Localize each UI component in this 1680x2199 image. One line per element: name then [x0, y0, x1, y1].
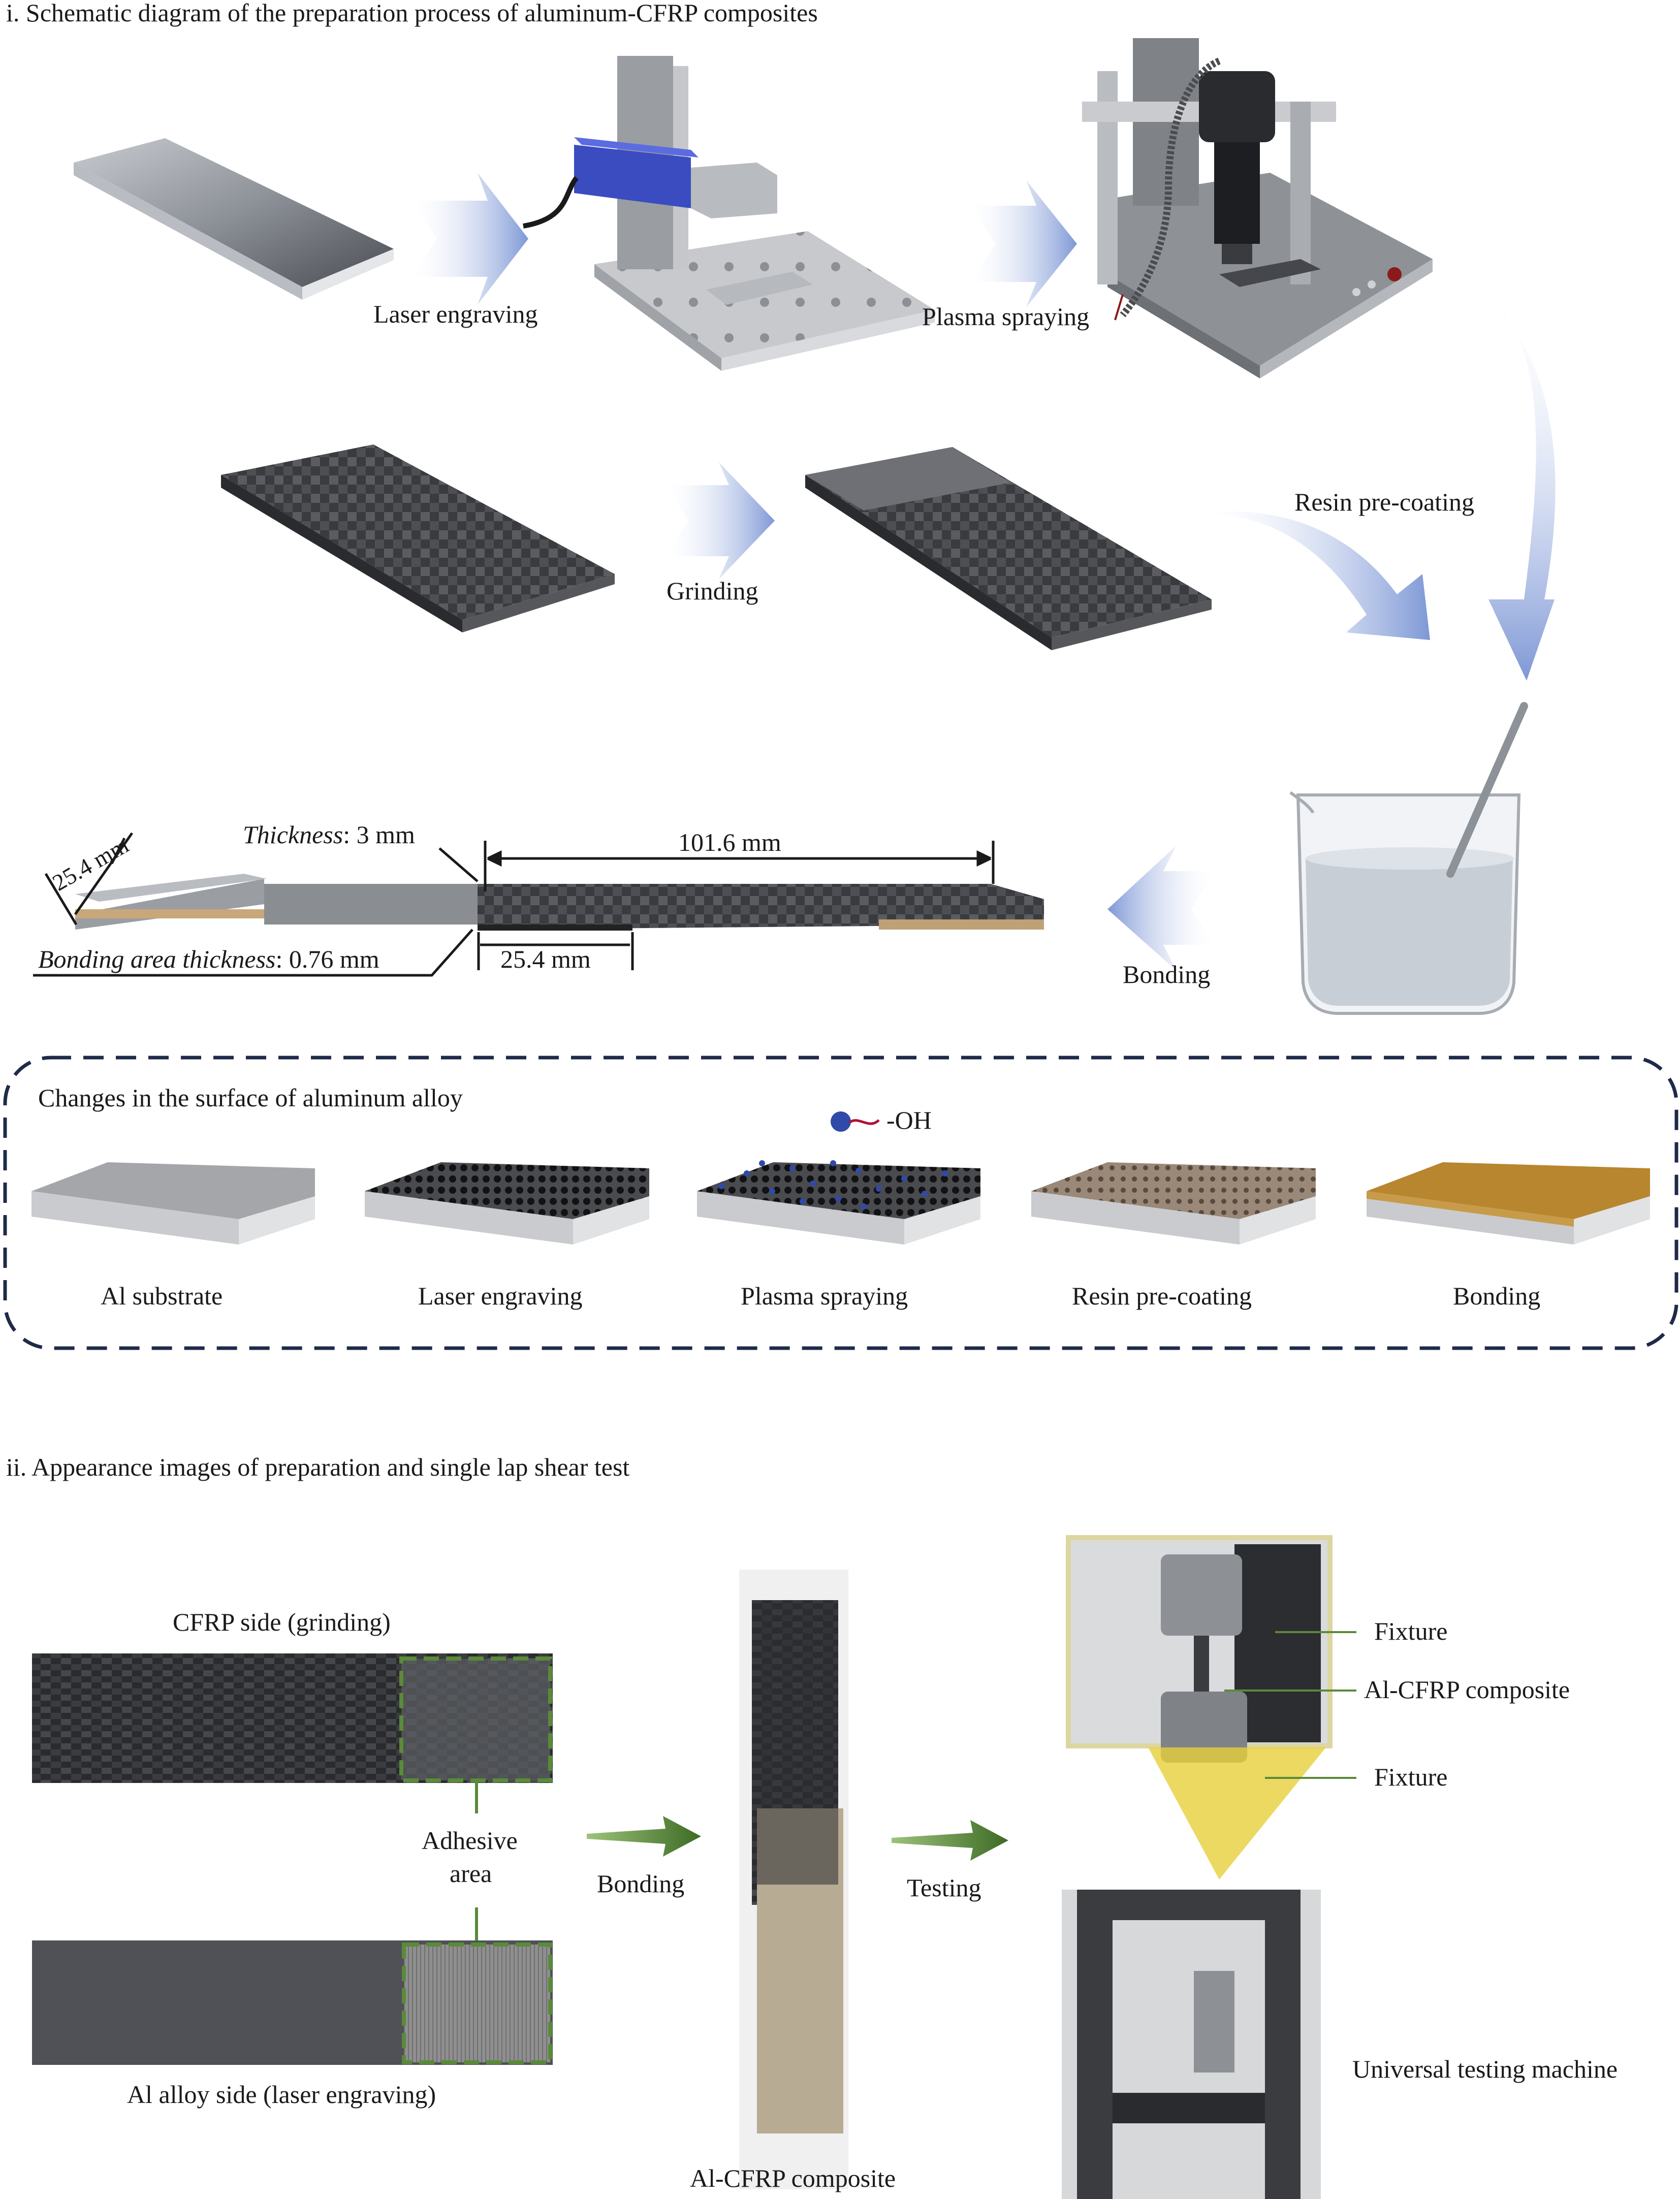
fixture-top-label: Fixture: [1374, 1617, 1447, 1645]
cfrp-plate-raw: [221, 444, 615, 632]
section-ii-title: ii. Appearance images of preparation and…: [6, 1453, 629, 1481]
al-side-photo: [32, 1940, 553, 2065]
al-adhesive-area-box: [402, 1942, 552, 2064]
fixture-bottom-label: Fixture: [1374, 1763, 1447, 1791]
stage-al-substrate: [31, 1162, 315, 1245]
step-resin-precoating-label: Resin pre-coating: [1294, 488, 1474, 516]
adhesive-area-label-1: Adhesive: [422, 1826, 518, 1855]
step-laser-engraving-label: Laser engraving: [373, 300, 537, 328]
machine-label: Universal testing machine: [1352, 2055, 1618, 2083]
oh-molecule-icon: [831, 1111, 851, 1132]
arrow-right-down: [1448, 282, 1556, 681]
photo-bonding-label: Bonding: [597, 1869, 684, 1898]
surface-changes-title: Changes in the surface of aluminum alloy: [38, 1083, 463, 1112]
resin-beaker: [1289, 702, 1528, 1015]
cfrp-plate-ground: [805, 447, 1212, 650]
zoom-callout: [1148, 1747, 1326, 1879]
dim-bond-value: : 0.76 mm: [276, 945, 379, 973]
stage-label-2: Plasma spraying: [741, 1282, 908, 1310]
fixture-leader-lines: [1224, 1631, 1356, 1779]
arrow-grinding: [665, 462, 775, 579]
composite-label: Al-CFRP composite: [690, 2164, 896, 2192]
arrow-bonding: [1107, 846, 1214, 970]
testing-machine-photo: [1062, 1890, 1321, 2199]
stage-label-4: Bonding: [1453, 1282, 1540, 1310]
oh-legend: -OH: [831, 1106, 932, 1134]
laser-engraver: [523, 56, 935, 371]
dimension-lines: [33, 832, 995, 977]
arrow-to-laser: [411, 173, 528, 305]
stage-laser-engraving: [365, 1162, 649, 1245]
stage-resin-precoating: [1031, 1162, 1316, 1245]
dim-width: 25.4 mm: [48, 832, 133, 896]
dim-bond-label: Bonding area thickness: [38, 945, 276, 973]
oh-legend-label: -OH: [886, 1106, 932, 1134]
arrow-bonding-green: [587, 1816, 701, 1857]
surface-changes-box: [3, 1056, 1678, 1350]
arrow-testing-green: [892, 1820, 1008, 1861]
stage-label-1: Laser engraving: [418, 1282, 582, 1310]
stage-label-3: Resin pre-coating: [1072, 1282, 1252, 1310]
step-plasma-spraying-label: Plasma spraying: [922, 302, 1089, 331]
dim-thickness-label: Thickness: [243, 820, 343, 849]
stage-plasma-spraying: [697, 1160, 980, 1245]
composite-fixture-label: Al-CFRP composite: [1364, 1675, 1570, 1704]
step-bonding-label: Bonding: [1123, 960, 1210, 989]
al-side-label: Al alloy side (laser engraving): [127, 2080, 436, 2109]
cfrp-side-label: CFRP side (grinding): [173, 1608, 391, 1636]
adhesive-area-label-2: area: [450, 1859, 492, 1888]
step-grinding-label: Grinding: [667, 577, 758, 605]
arrow-to-plasma: [970, 180, 1077, 307]
dim-bond-thickness: Bonding area thickness: 0.76 mm: [38, 945, 379, 973]
dim-length: 101.6 mm: [678, 828, 781, 856]
section-i-title: i. Schematic diagram of the preparation …: [6, 0, 818, 27]
stage-label-0: Al substrate: [101, 1282, 223, 1310]
dim-thickness: Thickness: 3 mm: [243, 820, 415, 849]
photo-testing-label: Testing: [907, 1873, 981, 1902]
stage-bonding: [1367, 1162, 1650, 1245]
aluminum-plate: [74, 138, 394, 300]
fixture-zoom-photo: [1066, 1535, 1333, 1763]
arrow-to-beaker: [1199, 511, 1430, 640]
dim-thickness-value: : 3 mm: [343, 820, 415, 849]
composite-photo: [739, 1570, 848, 2189]
bonded-specimen: [75, 874, 1044, 931]
dim-overlap: 25.4 mm: [500, 945, 591, 973]
cfrp-side-photo: [32, 1653, 553, 1783]
plasma-sprayer: [1082, 38, 1433, 378]
